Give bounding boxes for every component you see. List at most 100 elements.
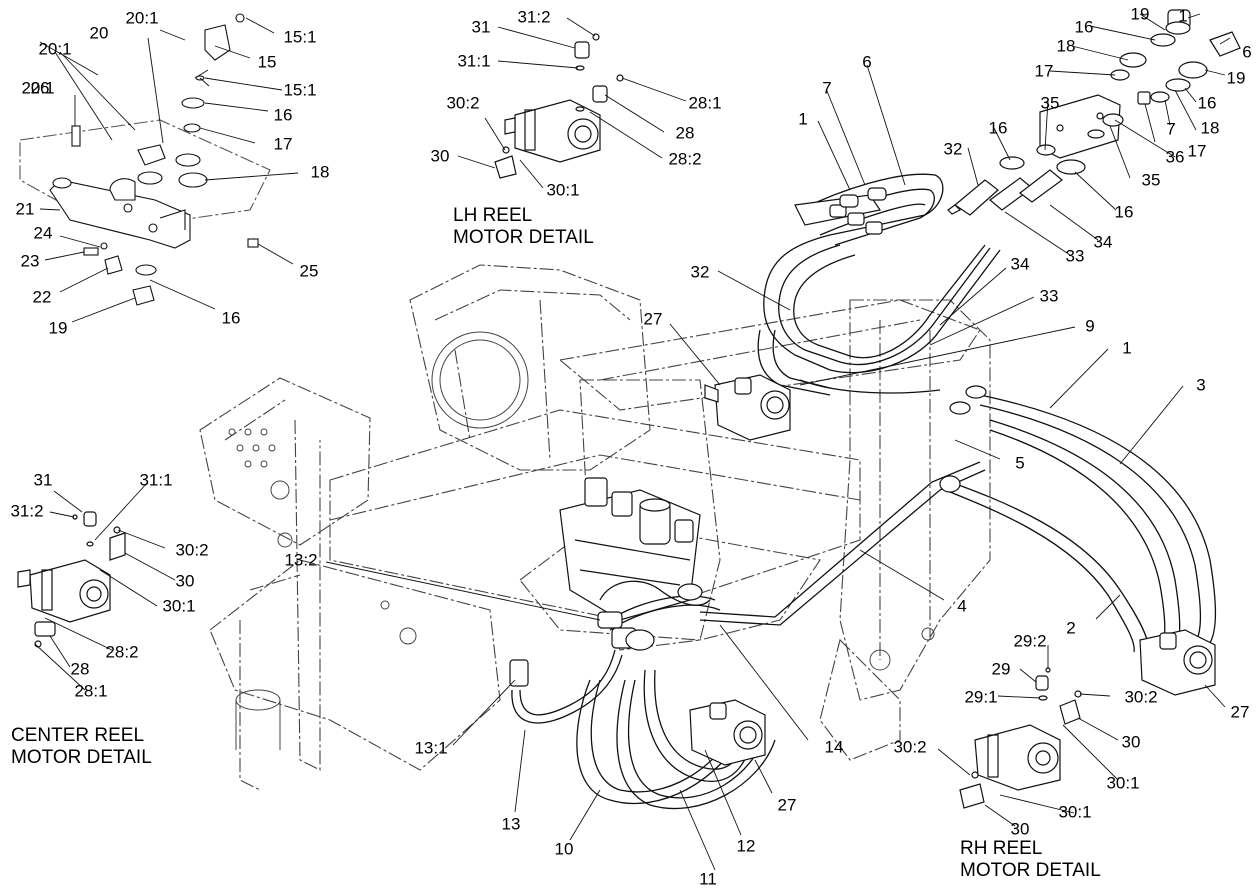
callout-30:2-rh-b: 30:2 (893, 737, 927, 757)
callout-19-ur-b: 19 (1226, 68, 1246, 88)
callout-30:2-center: 30:2 (175, 540, 209, 560)
center-motor-detail (17, 511, 126, 648)
callout-31:1-lh: 31:1 (457, 51, 491, 71)
callout-1-right: 1 (1122, 338, 1132, 358)
rh-reel-motor-detail-caption: RH REEL MOTOR DETAIL (960, 838, 1101, 882)
callout-30-lh: 30 (430, 146, 450, 166)
callout-18-ur-b: 18 (1200, 118, 1220, 138)
callout-33-ur: 33 (1065, 246, 1085, 266)
callout-22: 22 (32, 287, 52, 307)
callout-32-ur: 32 (943, 139, 963, 159)
callout-20: 20 (89, 23, 109, 43)
caption-line: CENTER REEL (11, 725, 145, 746)
callout-20:1-top: 20:1 (125, 8, 159, 28)
callout-30-center: 30 (175, 571, 195, 591)
callout-30-rh-b: 30 (1010, 819, 1030, 839)
callout-1-ur: 1 (1178, 6, 1188, 26)
callout-30:1-lh: 30:1 (546, 180, 580, 200)
manifold-detail (947, 9, 1241, 216)
callout-25: 25 (299, 261, 319, 281)
caption-line: MOTOR DETAIL (11, 746, 152, 768)
fittings-main (509, 187, 1216, 766)
callout-36: 36 (1165, 147, 1185, 167)
callout-9: 9 (1085, 316, 1095, 336)
callout-11: 11 (699, 869, 717, 889)
callout-6-main: 6 (862, 52, 872, 72)
callout-31:2-center: 31:2 (10, 501, 44, 521)
caption-line: MOTOR DETAIL (960, 859, 1101, 881)
callout-2: 2 (1066, 618, 1076, 638)
rh-motor-detail (959, 667, 1082, 809)
lh-reel-motor-detail-caption: LH REEL MOTOR DETAIL (453, 205, 594, 249)
callout-28:2-center: 28:2 (105, 642, 139, 662)
callout-16-ur-d: 16 (1114, 202, 1134, 222)
callout-15:1-a: 15:1 (283, 27, 317, 47)
hoses (511, 173, 1217, 810)
callout-13: 13 (501, 814, 521, 834)
frame-holes (228, 331, 935, 750)
callout-7-main: 7 (822, 78, 832, 98)
callout-30:2-lh: 30:2 (446, 93, 480, 113)
callout-29: 29 (991, 659, 1011, 679)
callout-27-upper: 27 (643, 309, 663, 329)
callout-33-main: 33 (1039, 286, 1059, 306)
callout-4: 4 (957, 596, 967, 616)
callout-28-center: 28 (70, 659, 90, 679)
callout-15:1-b: 15:1 (283, 80, 317, 100)
callout-24: 24 (33, 223, 53, 243)
callout-28:1-center: 28:1 (74, 681, 108, 701)
callout-26-label: 26 (30, 78, 50, 98)
callout-16-ul2: 16 (221, 308, 241, 328)
callout-17-ur-b: 17 (1187, 141, 1207, 161)
callout-28:2-lh: 28:2 (668, 149, 702, 169)
callout-29:1: 29:1 (964, 687, 998, 707)
callout-28:1-lh: 28:1 (688, 93, 722, 113)
caption-line: LH REEL (453, 205, 533, 226)
center-reel-motor-detail-caption: CENTER REEL MOTOR DETAIL (11, 725, 152, 769)
callout-30:2-rh-a: 30:2 (1124, 687, 1158, 707)
callout-31-lh: 31 (471, 17, 491, 37)
callout-18-ul: 18 (310, 162, 330, 182)
callout-18-ur-a: 18 (1056, 36, 1076, 56)
callout-34-main: 34 (1010, 254, 1030, 274)
caption-line: RH REEL (960, 838, 1043, 859)
caption-line: MOTOR DETAIL (453, 226, 594, 248)
callout-19-ur-a: 19 (1130, 4, 1150, 24)
callout-23: 23 (20, 251, 40, 271)
callout-30:1-rh-b: 30:1 (1058, 802, 1092, 822)
callout-31:1-center: 31:1 (139, 470, 173, 490)
callout-29:2: 29:2 (1013, 631, 1047, 651)
callout-31-center: 31 (33, 470, 53, 490)
callout-30-rh: 30 (1121, 732, 1141, 752)
machine-frame (199, 264, 991, 791)
callout-26: 20:1 (21, 78, 55, 98)
callout-13:1: 13:1 (414, 738, 448, 758)
callout-32-main: 32 (690, 262, 710, 282)
callout-1-main: 1 (798, 109, 808, 129)
callout-19-ul: 19 (48, 318, 68, 338)
callout-6-ur: 6 (1242, 42, 1252, 62)
callout-10: 10 (554, 839, 574, 859)
callout-35-ur-a: 35 (1040, 93, 1060, 113)
callout-28-lh: 28 (675, 123, 695, 143)
callout-35-ur-b: 35 (1141, 170, 1161, 190)
callout-16-ur-b: 16 (1197, 93, 1217, 113)
callout-17-ul: 17 (273, 134, 293, 154)
callout-27-lower: 27 (777, 795, 797, 815)
callout-12: 12 (736, 836, 756, 856)
callout-7-ur: 7 (1166, 119, 1176, 139)
leader-lines (34, 13, 1231, 871)
callout-16-ul: 16 (273, 105, 293, 125)
callout-34-ur: 34 (1093, 232, 1113, 252)
callout-13:2: 13:2 (284, 550, 318, 570)
valve-block (559, 477, 701, 621)
lh-motor-detail (494, 33, 624, 179)
callout-31:2-lh: 31:2 (517, 7, 551, 27)
callout-17-ur-a: 17 (1034, 61, 1054, 81)
callout-27-right: 27 (1230, 702, 1250, 722)
callout-21: 21 (15, 199, 35, 219)
callout-16-ur-c: 16 (988, 118, 1008, 138)
callout-3: 3 (1196, 375, 1206, 395)
